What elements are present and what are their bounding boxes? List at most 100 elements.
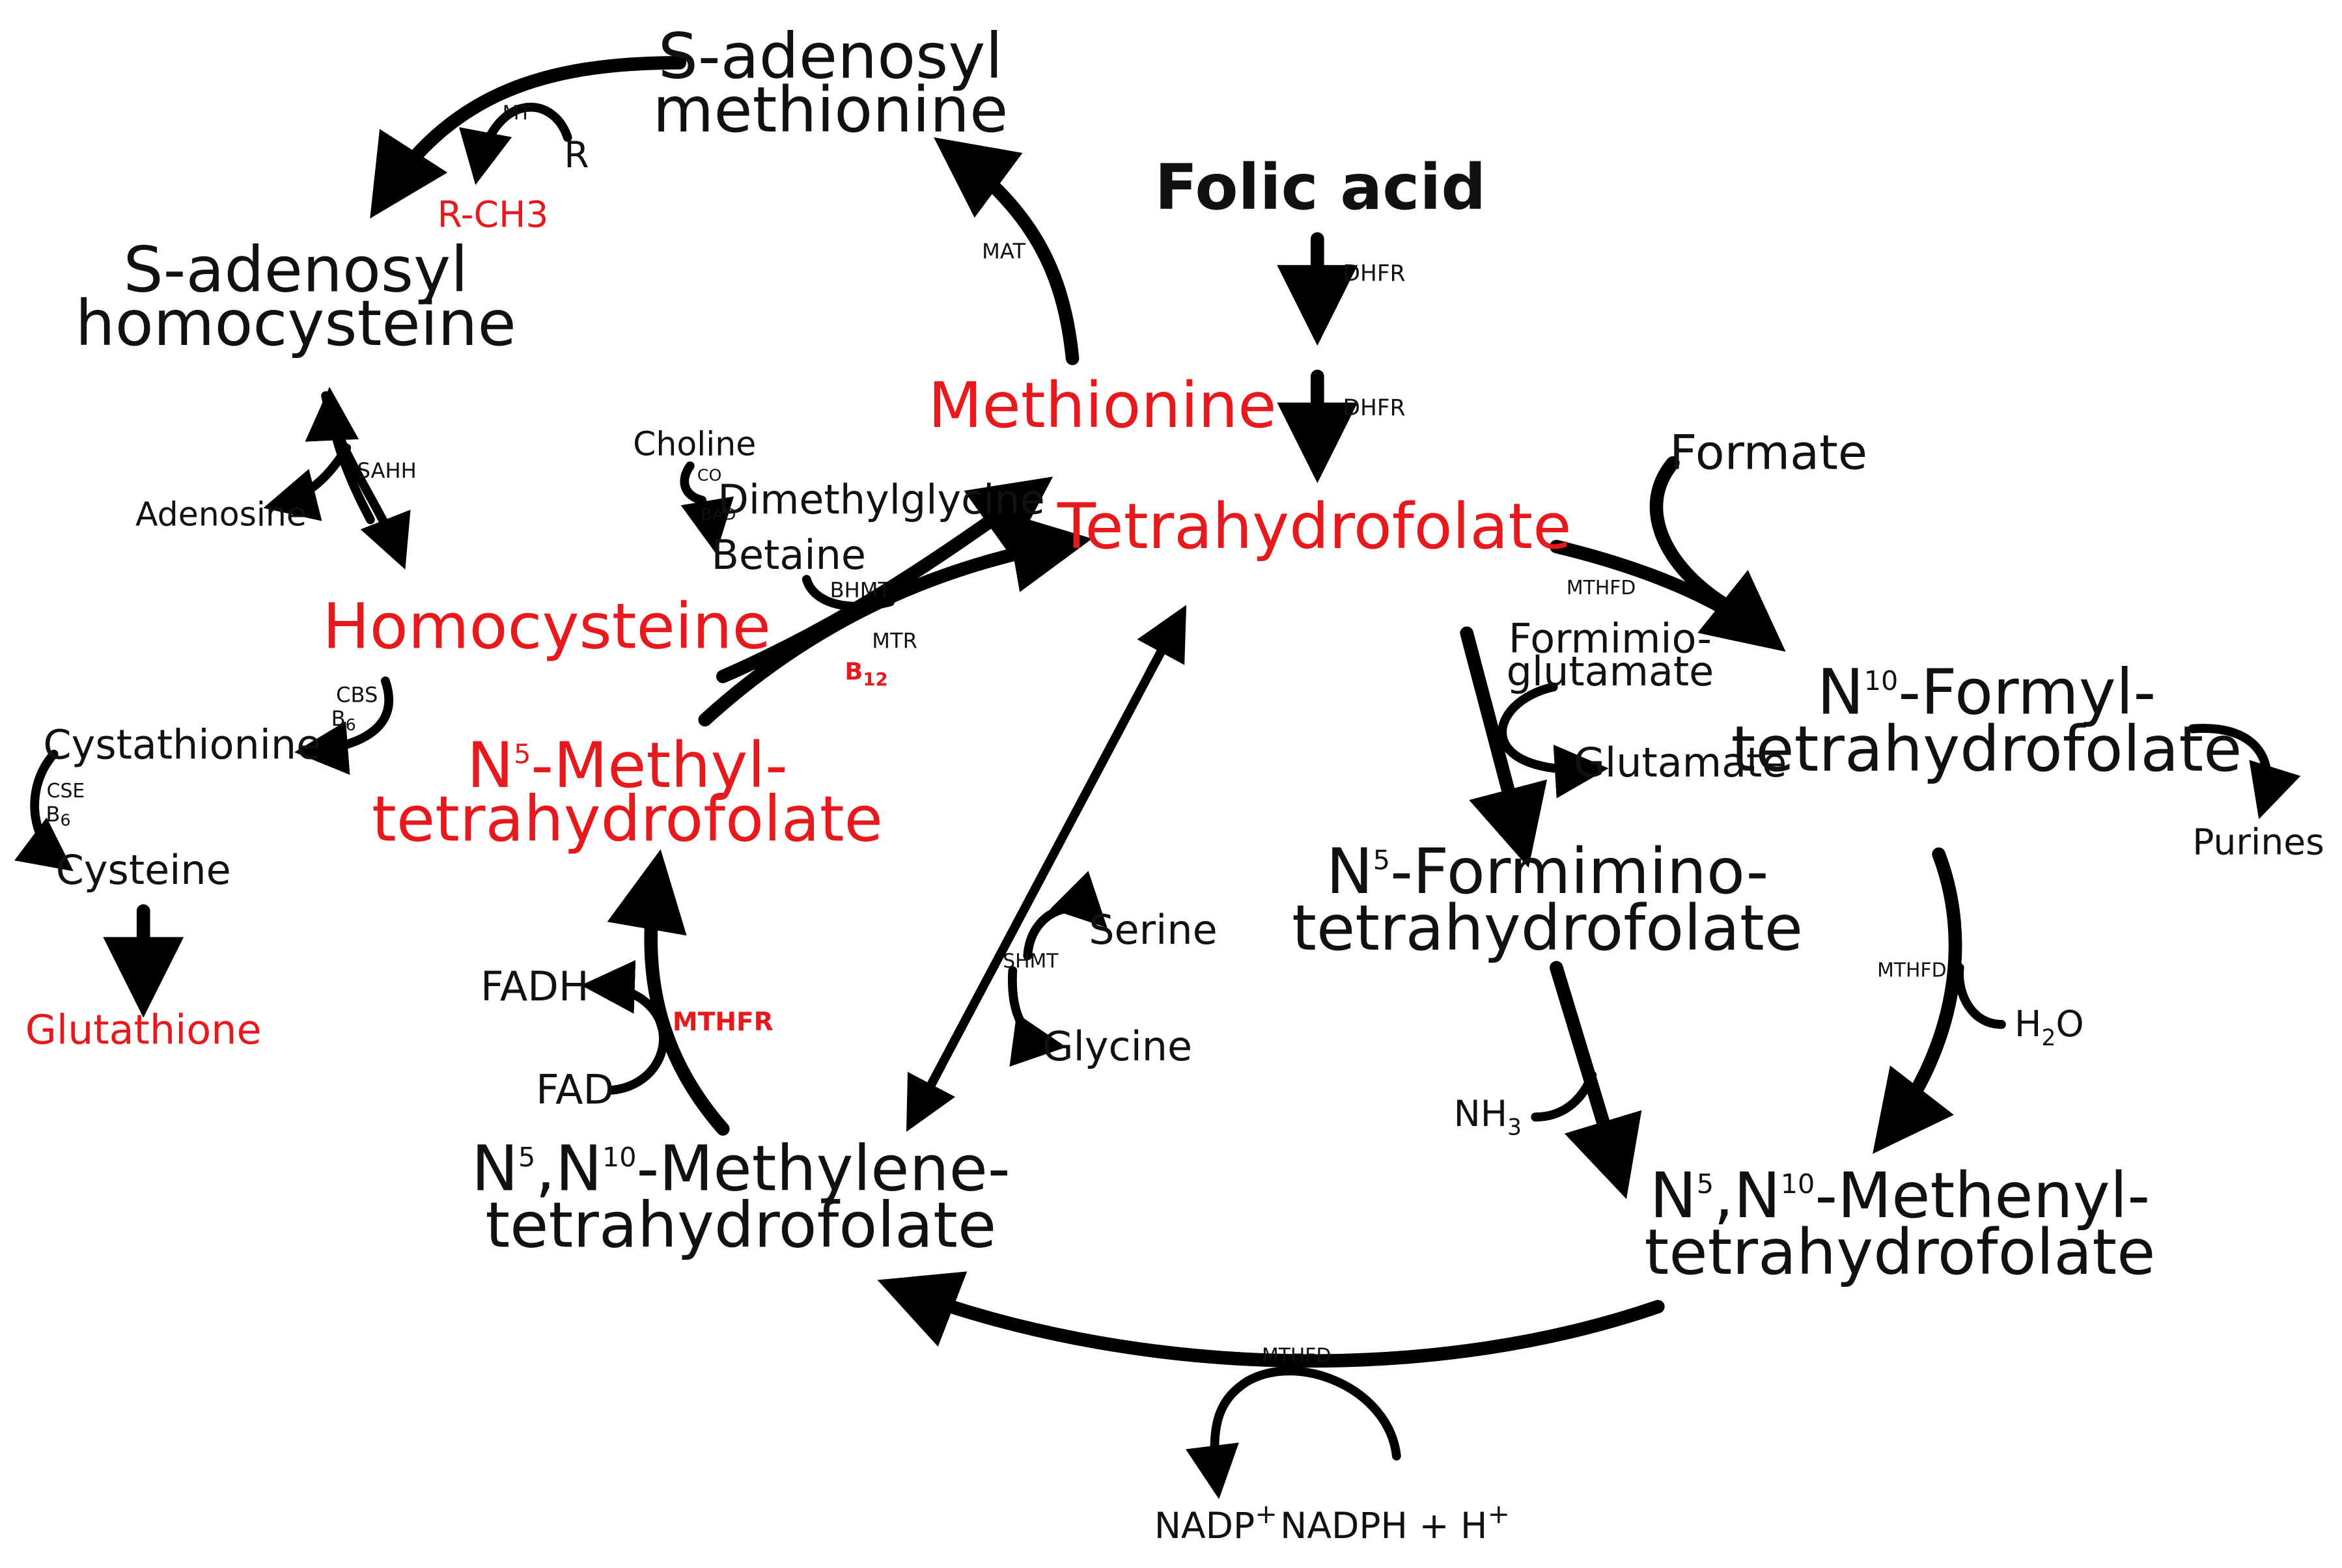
nadph-main: NADPH + H (1280, 1505, 1487, 1547)
n5-formimino-rest: -Formimino- (1390, 835, 1768, 908)
fadh-label: FADH (481, 963, 589, 1010)
enzyme-shmt: SHMT (1003, 950, 1059, 973)
enzyme-bhmt: BHMT (830, 578, 891, 603)
n5-methyl-rest: -Methyl- (531, 729, 788, 802)
arrow-formimioglutamate-to-glutamate (1498, 682, 1609, 799)
cystathionine-label: Cystathionine (43, 721, 321, 768)
nadp-main: NADP (1154, 1505, 1255, 1547)
nadph-sup: + (1487, 1498, 1510, 1530)
h2o-sub: 2 (2041, 1025, 2056, 1051)
arrow-shmt-to-thf-head (1137, 605, 1187, 677)
arrow-homocysteine-to-dimethylglycine (716, 476, 1053, 683)
nh3-label: NH3 (1454, 1093, 1522, 1141)
formate-label: Formate (1669, 425, 1867, 480)
n10-formyl-thf-line2: tetrahydrofolate (1731, 713, 2242, 786)
serine-label: Serine (1089, 907, 1217, 954)
formimioglutamate-line1: Formimio- (1509, 616, 1712, 663)
enzyme-mtr: MTR (872, 629, 917, 653)
arrow-homocysteine-to-cystathionine (294, 676, 393, 775)
formimioglutamate-line2: glutamate (1507, 648, 1714, 695)
arrow-sam-to-sah (370, 56, 687, 219)
methionine-label: Methionine (928, 369, 1276, 442)
n5n10-methylene-thf-line2: tetrahydrofolate (485, 1189, 996, 1262)
enzyme-bad: BAD (701, 504, 736, 523)
h2o-label: H2O (2014, 1003, 2084, 1051)
arrow-shmt-to-methylene-head (906, 1062, 956, 1132)
nadp-label: NADP+ (1154, 1498, 1277, 1547)
n5-formimino-sup: 5 (1373, 844, 1390, 875)
arrow-bad-to-betaine (680, 496, 734, 554)
arrows (14, 56, 2301, 1500)
nadph-label: NADPH + H+ (1280, 1498, 1510, 1547)
sam-label-line1: S-adenosyl (658, 20, 1003, 92)
n10-formyl-sup: 10 (1864, 665, 1899, 696)
enzyme-sahh: SAHH (357, 458, 417, 483)
arrow-betaine-bhmt (802, 575, 895, 611)
enzyme-mthfd-top: MTHFD (1567, 577, 1636, 599)
n5n10-methenyl-thf-line1: N5,N10-Methenyl- (1650, 1159, 2150, 1232)
arrow-fad-fadh (581, 960, 668, 1095)
enzyme-co: CO (697, 466, 721, 485)
r-ch3-label: R-CH3 (438, 194, 549, 236)
enzyme-dhfr-2: DHFR (1343, 395, 1405, 421)
h2o-main: H (2014, 1003, 2041, 1045)
methylene-sup2: 10 (602, 1142, 637, 1173)
enzyme-mthfd-bottom: MTHFD (1262, 1344, 1331, 1367)
enzyme-mt: MT (503, 102, 532, 125)
enzyme-mat: MAT (982, 239, 1025, 264)
methenyl-sup2: 10 (1781, 1168, 1815, 1200)
h2o-end: O (2056, 1003, 2084, 1045)
n5-methyl-thf-line2: tetrahydrofolate (372, 783, 883, 856)
n10-formyl-thf-line1: N10-Formyl- (1817, 656, 2156, 729)
n5-formimino-thf-line2: tetrahydrofolate (1292, 892, 1803, 965)
b6-cbs-main: B (331, 706, 346, 731)
enzyme-mthfd-right: MTHFD (1877, 959, 1946, 982)
nadp-sup: + (1255, 1498, 1277, 1530)
arrow-n10-formyl-to-methenyl (1873, 847, 1962, 1154)
choline-label: Choline (633, 425, 756, 463)
enzyme-labels: MT MAT DHFR DHFR SAHH CO BAD BHMT MTR B 1… (46, 102, 1946, 1368)
adenosine-label: Adenosine (135, 495, 307, 534)
enzyme-dhfr-1: DHFR (1343, 260, 1405, 286)
methylene-sup1: 5 (518, 1142, 535, 1173)
n5-methyl-sup: 5 (514, 738, 531, 769)
enzyme-mthfr: MTHFR (673, 1008, 774, 1037)
arrow-nadph-nadp (1185, 1366, 1401, 1500)
cofactor-b6-cse: B6 (46, 802, 70, 830)
arrow-methylene-to-n5-methyl (607, 849, 730, 1136)
arrow-glycine-out (1008, 966, 1066, 1067)
arrow-thf-to-n5-formimino (1460, 626, 1548, 868)
sah-label-line1: S-adenosyl (124, 233, 468, 306)
methenyl-sup1: 5 (1697, 1168, 1714, 1200)
arrow-h2o-release (1955, 963, 2006, 1029)
n5-formimino-thf-line1: N5-Formimino- (1326, 835, 1769, 908)
n5n10-methenyl-thf-line2: tetrahydrofolate (1645, 1216, 2156, 1289)
sam-label-line2: methionine (653, 74, 1009, 146)
enzyme-cbs: CBS (336, 682, 378, 707)
arrow-methenyl-to-methylene (877, 1271, 1665, 1368)
fad-label: FAD (536, 1066, 614, 1113)
arrow-methylene-thf-reversible (912, 622, 1178, 1116)
glycine-label: Glycine (1042, 1023, 1192, 1070)
folic-acid-label: Folic acid (1154, 151, 1486, 224)
tetrahydrofolate-label: Tetrahydrofolate (1057, 490, 1572, 563)
b6-cse-sub: 6 (60, 811, 70, 830)
methylene-rest: -Methylene- (637, 1133, 1011, 1205)
arrow-adenosine-release (263, 443, 352, 521)
arrow-mt-methyl-transfer (459, 102, 572, 186)
arrow-methionine-to-sam (934, 137, 1080, 365)
sah-label-line2: homocysteine (76, 287, 516, 360)
b12-sub: 12 (863, 669, 887, 690)
glutathione-label: Glutathione (25, 1007, 262, 1054)
n5n10-methylene-thf-line1: N5,N10-Methylene- (471, 1133, 1011, 1205)
methenyl-mid: ,N (1714, 1159, 1781, 1232)
betaine-label: Betaine (712, 532, 866, 579)
arrow-serine-in (1023, 871, 1108, 961)
arrow-nh3-release (1531, 1071, 1597, 1122)
dimethylglycine-label: Dimethylglycine (718, 476, 1045, 523)
n10-formyl-rest: -Formyl- (1898, 656, 2156, 729)
cofactor-b6-cbs: B6 (331, 706, 356, 734)
metabolite-labels: S-adenosyl methionine S-adenosyl homocys… (25, 20, 2324, 1547)
enzyme-cse: CSE (47, 780, 85, 803)
